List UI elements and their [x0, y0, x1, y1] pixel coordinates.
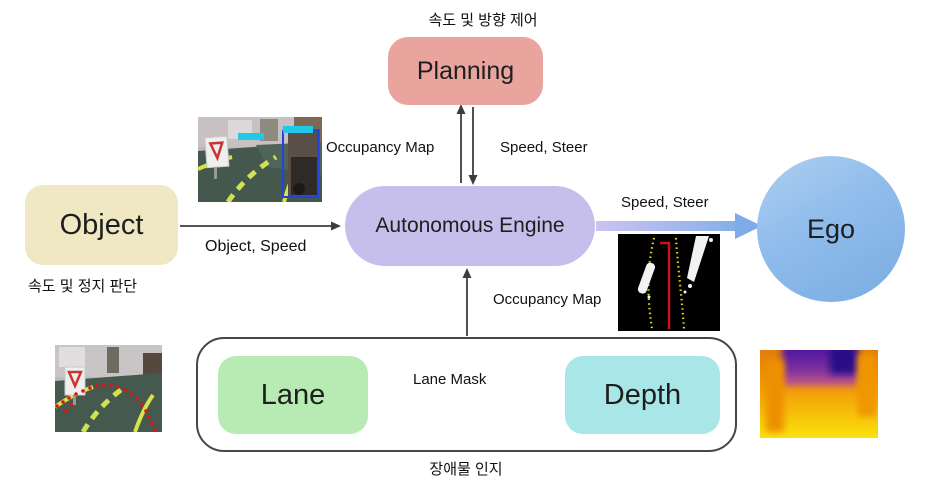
autonomous-engine-label: Autonomous Engine: [375, 214, 565, 237]
arrow-object-to-engine: [180, 221, 341, 231]
arrow-planning-to-engine: [468, 107, 478, 185]
edge-label-occupancy-map-top: Occupancy Map: [326, 139, 435, 156]
node-planning: Planning: [388, 37, 543, 105]
yield-sign: [64, 366, 86, 405]
arrow-engine-to-ego: [596, 213, 762, 239]
node-depth: Depth: [565, 356, 720, 434]
title-caption: 속도 및 방향 제어: [428, 12, 538, 29]
node-ego: Ego: [757, 156, 905, 302]
detection-tag: [283, 126, 313, 133]
object-detection-camera-image: [198, 117, 322, 202]
arrow-engine-to-planning: [456, 104, 466, 183]
node-lane: Lane: [218, 356, 368, 434]
edge-label-lane-mask: Lane Mask: [413, 371, 487, 388]
lane-detection-camera-image: [55, 345, 162, 432]
depth-map-image: [760, 350, 878, 438]
edge-label-object-speed: Object, Speed: [205, 238, 307, 255]
edge-label-speed-steer-top: Speed, Steer: [500, 139, 588, 156]
lane-point-dots: [55, 383, 157, 432]
node-object: Object: [25, 185, 178, 265]
node-autonomous-engine: Autonomous Engine: [345, 186, 595, 266]
object-label: Object: [59, 208, 144, 241]
edge-label-speed-steer-right: Speed, Steer: [621, 194, 709, 211]
depth-label: Depth: [603, 378, 682, 411]
edge-label-occupancy-map-mid: Occupancy Map: [493, 291, 602, 308]
arrow-perception-to-engine: [462, 268, 472, 336]
obstacle-blobs: [637, 236, 713, 299]
object-caption: 속도 및 정지 판단: [28, 278, 138, 295]
perception-group-caption: 장애물 인지: [429, 461, 503, 478]
ego-label: Ego: [806, 213, 856, 244]
lane-label: Lane: [260, 378, 326, 411]
occupancy-map-image: [618, 234, 720, 331]
planning-label: Planning: [416, 56, 515, 85]
planned-path-line: [660, 241, 671, 329]
yield-sign: [204, 135, 230, 169]
detection-tag: [238, 133, 264, 140]
